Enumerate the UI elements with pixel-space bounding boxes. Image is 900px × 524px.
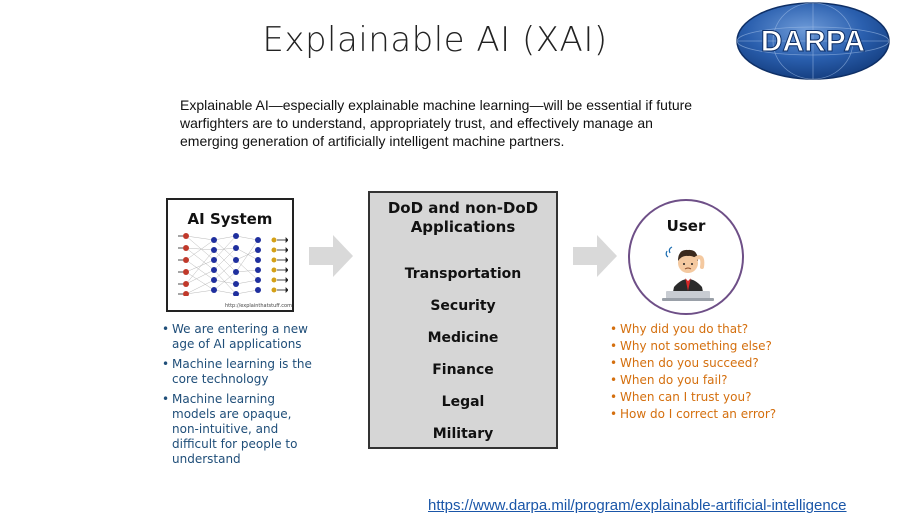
image-credit: http://explainthatstuff.com <box>224 303 292 309</box>
bullet-icon: • <box>610 407 618 421</box>
neural-network-icon <box>178 233 288 296</box>
bullet-icon: • <box>610 356 618 370</box>
list-item: •Why did you do that? <box>610 322 749 336</box>
list-item: Transportation <box>404 266 522 282</box>
logo-text: DARPA <box>761 25 865 58</box>
list-item: Military <box>432 426 494 442</box>
list-item: •Machine learning models are opaque, non… <box>162 392 298 466</box>
list-item: •When do you fail? <box>610 373 728 387</box>
list-item: •Machine learning is the core technology <box>162 357 312 386</box>
ai-system-title: AI System <box>187 210 273 228</box>
bullet-icon: • <box>162 322 170 336</box>
list-item: •We are entering a new age of AI applica… <box>162 322 308 351</box>
program-link[interactable]: https://www.darpa.mil/program/explainabl… <box>428 497 847 514</box>
bullet-icon: • <box>610 390 618 404</box>
list-item: Legal <box>441 394 485 410</box>
slide-title: Explainable AI (XAI) <box>262 20 608 60</box>
list-item: Security <box>430 298 496 314</box>
user-questions: •Why did you do that? •Why not something… <box>610 322 810 424</box>
bullet-icon: • <box>610 339 618 353</box>
intro-text: Explainable AI—especially explainable ma… <box>180 97 693 149</box>
bullet-icon: • <box>162 357 170 371</box>
ai-system-bullets: •We are entering a new age of AI applica… <box>162 322 322 472</box>
user-title: User <box>666 217 706 235</box>
list-item: •When can I trust you? <box>610 390 752 404</box>
list-item: Medicine <box>427 330 499 346</box>
applications-title: DoD and non-DoD Applications <box>387 199 539 236</box>
arrow-right-icon <box>309 235 353 277</box>
user-circle: User <box>628 199 744 315</box>
list-item: Finance <box>432 362 494 378</box>
bullet-icon: • <box>610 373 618 387</box>
applications-box: DoD and non-DoD Applications Transportat… <box>368 191 558 449</box>
list-item: •How do I correct an error? <box>610 407 777 421</box>
darpa-logo: DARPA <box>736 2 890 80</box>
list-item: •When do you succeed? <box>610 356 759 370</box>
bullet-icon: • <box>162 392 170 406</box>
bullet-icon: • <box>610 322 618 336</box>
applications-list: Transportation Security Medicine Finance… <box>370 265 556 457</box>
confused-user-icon <box>662 246 714 301</box>
list-item: •Why not something else? <box>610 339 772 353</box>
arrow-right-icon <box>573 235 617 277</box>
ai-system-box: AI System <box>166 198 294 312</box>
